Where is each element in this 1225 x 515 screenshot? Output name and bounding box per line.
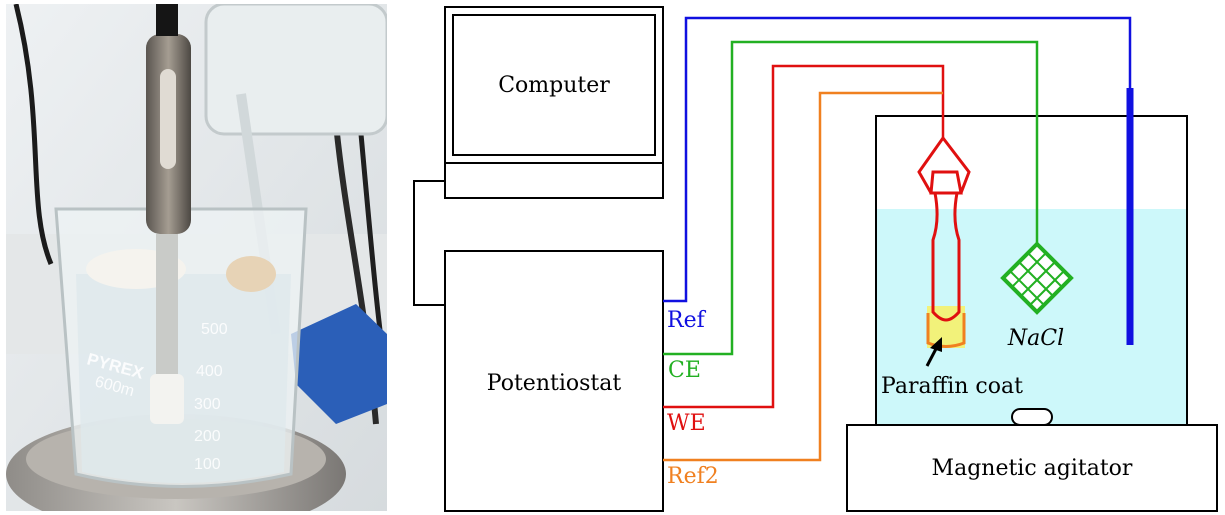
agitator-label: Magnetic agitator xyxy=(932,456,1133,481)
counter-electrode-mesh xyxy=(1000,241,1074,315)
magnetic-agitator xyxy=(846,424,1218,512)
working-electrode xyxy=(917,135,971,348)
photo-mark-100: 100 xyxy=(194,456,221,473)
computer-monitor-inner xyxy=(452,14,656,156)
photo-mark-400: 400 xyxy=(196,363,223,380)
port-ref-label: Ref xyxy=(667,308,707,333)
photo-paraffin-blob xyxy=(226,256,276,292)
port-we-label: WE xyxy=(667,411,706,436)
photo-clip-slot xyxy=(160,69,176,169)
computer-potentiostat-cable xyxy=(413,180,445,306)
photo-mark-500: 500 xyxy=(201,321,228,338)
computer-base xyxy=(444,162,664,199)
ref2-wire xyxy=(663,91,943,462)
photo-mark-200: 200 xyxy=(194,428,221,445)
photo-electrode-coat xyxy=(150,374,184,424)
photo-electrode-rod xyxy=(156,234,178,414)
photo-glass-lid xyxy=(204,4,387,136)
ce-wire xyxy=(663,40,1039,356)
nacl-label: NaCl xyxy=(1007,326,1064,351)
paraffin-arrow xyxy=(925,337,942,367)
potentiostat-box xyxy=(444,250,664,512)
potentiostat-label: Potentiostat xyxy=(487,371,622,396)
photo-mark-300: 300 xyxy=(194,396,221,413)
beaker-outline xyxy=(875,115,1188,425)
port-ce-label: CE xyxy=(668,358,701,383)
photo-blue-clamp xyxy=(291,304,387,424)
ref-wire xyxy=(663,16,1132,303)
paraffin-coat-label: Paraffin coat xyxy=(881,374,1023,399)
computer-label: Computer xyxy=(498,73,610,98)
port-ref2-label: Ref2 xyxy=(667,464,719,489)
photo-cable-top xyxy=(156,4,178,36)
photo-cable xyxy=(13,4,54,265)
stir-bar xyxy=(1011,408,1053,426)
experiment-photo: 500 400 300 200 100 PYREX 600m xyxy=(6,4,387,511)
we-wire xyxy=(663,64,945,409)
